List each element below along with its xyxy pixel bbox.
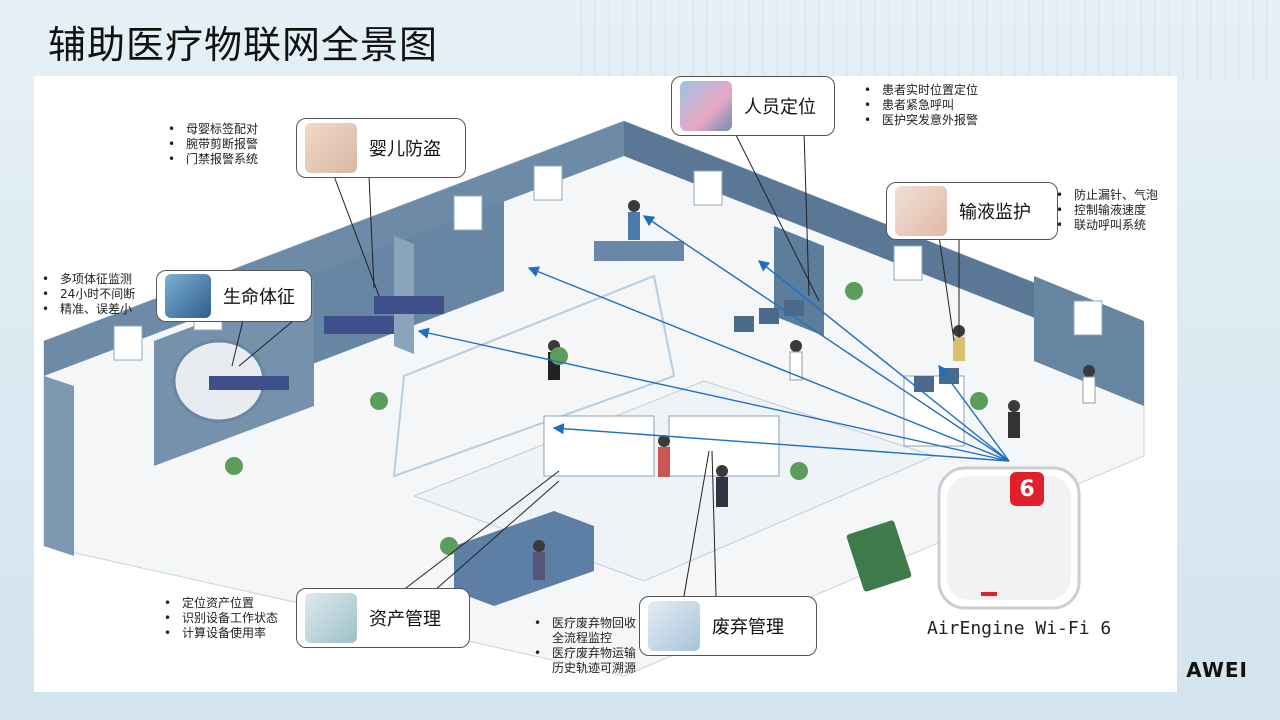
waste-room-photo-icon bbox=[648, 601, 700, 651]
monitor-photo-icon bbox=[165, 274, 211, 318]
reception-desk bbox=[454, 511, 594, 606]
callout-locate-label: 人员定位 bbox=[744, 97, 816, 118]
bed-1 bbox=[324, 316, 394, 334]
locate-bullets: 患者实时位置定位 患者紧急呼叫 医护突发意外报警 bbox=[864, 83, 978, 128]
callout-waste-management: 废弃管理 bbox=[639, 596, 817, 656]
wall-back-right bbox=[624, 121, 1144, 361]
bullet-item: 定位资产位置 bbox=[164, 596, 278, 611]
plants bbox=[225, 282, 988, 555]
partition-4 bbox=[1034, 276, 1144, 406]
callout-asset-label: 资产管理 bbox=[369, 609, 441, 630]
partition-2 bbox=[394, 236, 414, 354]
callout-leaders bbox=[231, 130, 960, 597]
bullet-item: 患者实时位置定位 bbox=[864, 83, 978, 98]
wifi-arrows bbox=[417, 215, 1010, 462]
ap-device bbox=[846, 466, 1081, 610]
ap-caption: AirEngine Wi-Fi 6 bbox=[927, 618, 1112, 639]
callout-infusion-monitoring: 输液监护 bbox=[886, 182, 1058, 240]
glass-wall bbox=[392, 274, 676, 478]
people-photo-icon bbox=[680, 81, 732, 131]
baby-photo-icon bbox=[305, 123, 357, 173]
bullet-item: 联动呼叫系统 bbox=[1056, 218, 1158, 233]
mri-bed bbox=[209, 376, 289, 390]
bullet-item: 精准、误差小 bbox=[42, 302, 135, 317]
bullet-item: 识别设备工作状态 bbox=[164, 611, 278, 626]
infant-bullets: 母婴标签配对 腕带剪断报警 门禁报警系统 bbox=[168, 122, 258, 167]
bullet-item: 防止漏针、气泡 bbox=[1056, 188, 1158, 203]
asset-bullets: 定位资产位置 识别设备工作状态 计算设备使用率 bbox=[164, 596, 278, 641]
callout-asset-management: 资产管理 bbox=[296, 588, 470, 648]
bullet-item: 医护突发意外报警 bbox=[864, 113, 978, 128]
bed-2 bbox=[374, 296, 444, 314]
callout-infusion-label: 输液监护 bbox=[959, 202, 1031, 223]
bullet-item: 控制输液速度 bbox=[1056, 203, 1158, 218]
bullet-item: 母婴标签配对 bbox=[168, 122, 258, 137]
infusion-photo-icon bbox=[895, 186, 947, 236]
infusion-bullets: 防止漏针、气泡 控制输液速度 联动呼叫系统 bbox=[1056, 188, 1158, 233]
brand-logo-text: AWEI bbox=[1186, 658, 1248, 682]
people bbox=[533, 200, 1096, 580]
callout-infant-label: 婴儿防盗 bbox=[369, 139, 441, 160]
bullet-item: 门禁报警系统 bbox=[168, 152, 258, 167]
equipment-photo-icon bbox=[305, 593, 357, 643]
callout-personnel-location: 人员定位 bbox=[671, 76, 835, 136]
callout-vital-label: 生命体征 bbox=[223, 287, 295, 308]
operating-table bbox=[594, 241, 684, 261]
bullet-item: 医疗废弃物回收全流程监控 bbox=[534, 616, 638, 646]
bullet-item: 医疗废弃物运输历史轨迹可溯源 bbox=[534, 646, 638, 676]
background-pattern bbox=[580, 0, 1280, 80]
page-title: 辅助医疗物联网全景图 bbox=[48, 23, 439, 67]
bullet-item: 腕带剪断报警 bbox=[168, 137, 258, 152]
bullet-item: 计算设备使用率 bbox=[164, 626, 278, 641]
wifi6-badge-label: 6 bbox=[1019, 476, 1035, 502]
wifi6-badge: 6 bbox=[1010, 472, 1044, 506]
hospital-floorplan bbox=[43, 120, 1145, 677]
diagram-canvas: 6 婴儿防盗 母婴标签配对 腕带剪断报警 门禁报警系统 人员定位 患者实时位置定… bbox=[34, 76, 1177, 692]
windows bbox=[113, 165, 1103, 361]
waste-bullets: 医疗废弃物回收全流程监控 医疗废弃物运输历史轨迹可溯源 bbox=[534, 616, 638, 676]
callout-waste-label: 废弃管理 bbox=[712, 617, 784, 638]
callout-vital-signs: 生命体征 bbox=[156, 270, 312, 322]
wall-left bbox=[44, 376, 74, 556]
bullet-item: 多项体征监测 bbox=[42, 272, 135, 287]
bullet-item: 24小时不间断 bbox=[42, 287, 135, 302]
callout-infant-security: 婴儿防盗 bbox=[296, 118, 466, 178]
vital-bullets: 多项体征监测 24小时不间断 精准、误差小 bbox=[42, 272, 135, 317]
bullet-item: 患者紧急呼叫 bbox=[864, 98, 978, 113]
